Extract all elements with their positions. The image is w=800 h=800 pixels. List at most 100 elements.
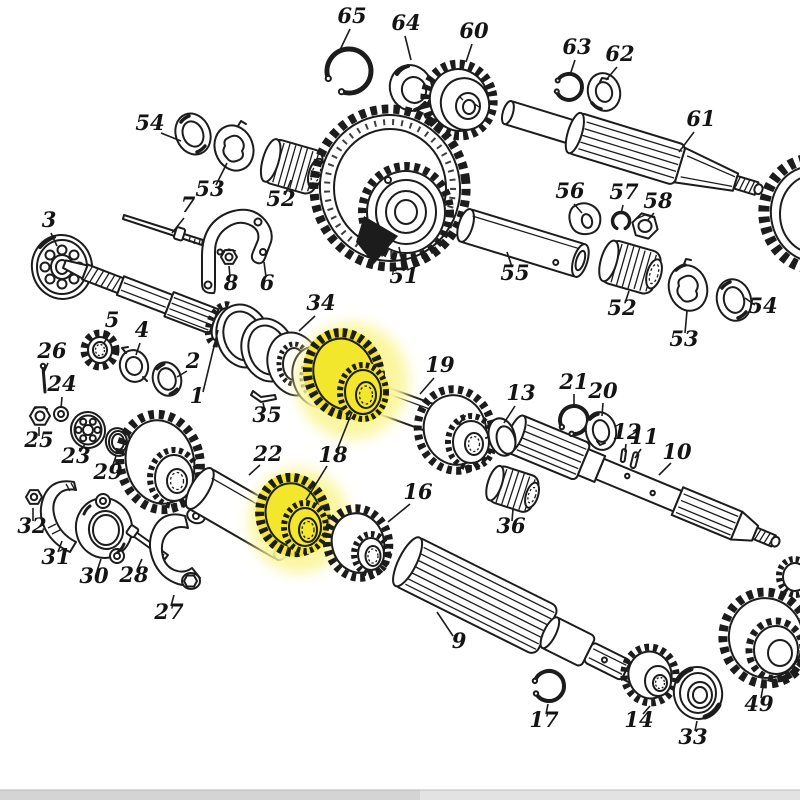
part-58-nut [631, 212, 659, 240]
part-label-36-42: 36 [496, 513, 526, 538]
part-label-60-2: 60 [459, 18, 489, 43]
part-label-20-38: 20 [587, 378, 618, 403]
part-label-10-41: 10 [662, 439, 692, 464]
part-label-22-34: 22 [252, 441, 282, 466]
leader-line-4-22 [135, 342, 141, 356]
part-17-circlip [531, 669, 566, 704]
leader-line-19-33 [419, 377, 435, 395]
part-4-tab-washer [118, 346, 150, 383]
part-label-2-23: 2 [185, 348, 201, 373]
part-label-13-36: 13 [506, 380, 535, 405]
leader-line-53-19 [684, 310, 688, 334]
part-label-51-9: 51 [389, 263, 418, 288]
part-label-11-40: 11 [629, 424, 658, 449]
part-49-gear [718, 587, 800, 689]
part-23-ball-bearing [69, 411, 107, 449]
part-label-29-28: 29 [92, 459, 123, 484]
leader-line-52-8 [284, 179, 292, 196]
leader-line-2-23 [176, 370, 188, 378]
part-35-key [250, 390, 277, 403]
leader-line-3-10 [50, 232, 58, 247]
leader-line-29-28 [111, 455, 117, 469]
part-label-34-30: 34 [306, 290, 335, 315]
part-31-selector-fork [39, 480, 77, 553]
gear-top-right-partial [758, 153, 800, 275]
part-label-7-11: 7 [181, 192, 196, 217]
part-2-washer [151, 361, 183, 397]
part-label-3-10: 3 [42, 207, 57, 232]
leader-line-63-3 [569, 59, 576, 76]
part-26-stud [39, 362, 47, 394]
part-label-12-39: 12 [612, 419, 641, 444]
leader-line-65-0 [338, 28, 351, 53]
part-55-distance-sleeve [456, 208, 590, 278]
leader-line-16-35 [387, 503, 411, 523]
part-6-anchor-bracket [201, 208, 273, 295]
part-label-49-52: 49 [744, 691, 774, 716]
leader-line-22-34 [248, 464, 261, 476]
leader-line-6-13 [263, 261, 267, 278]
part-54-washer-left [174, 112, 212, 156]
gear-bottom-right-partial [775, 556, 800, 598]
leader-line-54-20 [744, 297, 756, 306]
part-53-tab-washer-right [667, 258, 709, 312]
leader-line-31-44 [57, 540, 63, 553]
part-label-53-7: 53 [195, 176, 224, 201]
part-9-kickstart-shaft [392, 536, 645, 687]
part-12-pin [619, 448, 628, 464]
part-label-21-37: 21 [558, 369, 588, 394]
leader-line-12-39 [624, 443, 627, 453]
part-label-16-35: 16 [403, 479, 433, 504]
part-label-61-5: 61 [686, 106, 715, 131]
part-label-64-1: 64 [391, 10, 420, 35]
leader-line-35-31 [262, 402, 266, 412]
part-label-24-25: 24 [46, 371, 76, 396]
part-1-layshaft [62, 259, 238, 348]
part-label-26-24: 26 [36, 338, 67, 363]
bottom-bar [0, 789, 800, 800]
part-20-keyed-washer [584, 411, 618, 451]
leader-line-5-21 [103, 332, 111, 344]
leader-line-26-24 [43, 362, 49, 373]
part-label-23-27: 23 [60, 443, 90, 468]
part-53-tab-washer-left [213, 120, 255, 172]
part-16-gear [322, 504, 394, 582]
part-label-54-20: 54 [748, 293, 777, 318]
part-10-mainshaft [504, 414, 781, 548]
part-label-6-13: 6 [260, 270, 275, 295]
part-label-19-33: 19 [425, 352, 455, 377]
leader-line-14-50 [642, 705, 651, 715]
part-61-mainshaft-highgear [500, 100, 764, 196]
leader-line-7-11 [171, 217, 185, 234]
leader-line-51-9 [398, 246, 405, 272]
part-8-nut [220, 248, 238, 265]
part-57-circlip [610, 210, 632, 231]
part-label-63-3: 63 [562, 34, 591, 59]
leader-line-23-27 [79, 443, 86, 453]
part-label-65-0: 65 [337, 3, 366, 28]
leader-line-11-40 [634, 448, 642, 459]
part-7-selector-rod [122, 214, 204, 246]
leader-line-58-16 [646, 212, 655, 222]
part-60-gear [420, 59, 498, 141]
part-63-circlip [553, 71, 584, 102]
part-54-washer-right [715, 278, 753, 322]
leader-line-27-47 [170, 594, 175, 607]
part-label-32-43: 32 [17, 513, 46, 538]
leader-line-61-5 [678, 131, 695, 153]
part-27-clamp [149, 507, 206, 590]
leader-line-56-14 [573, 203, 583, 214]
part-label-27-47: 27 [153, 599, 184, 624]
part-52-roller-bearing-right [598, 239, 663, 295]
part-18-gear-upper-highlighted [296, 323, 408, 439]
part-56-anchor-plate [568, 202, 602, 236]
leader-line-10-41 [658, 462, 672, 476]
part-label-62-4: 62 [605, 41, 634, 66]
part-33-ball-bearing [672, 666, 724, 720]
part-36-roller-bearing [485, 464, 540, 513]
leader-line-30-45 [96, 558, 102, 572]
part-5-castellated-nut [80, 329, 120, 371]
leader-line-60-2 [465, 43, 473, 63]
